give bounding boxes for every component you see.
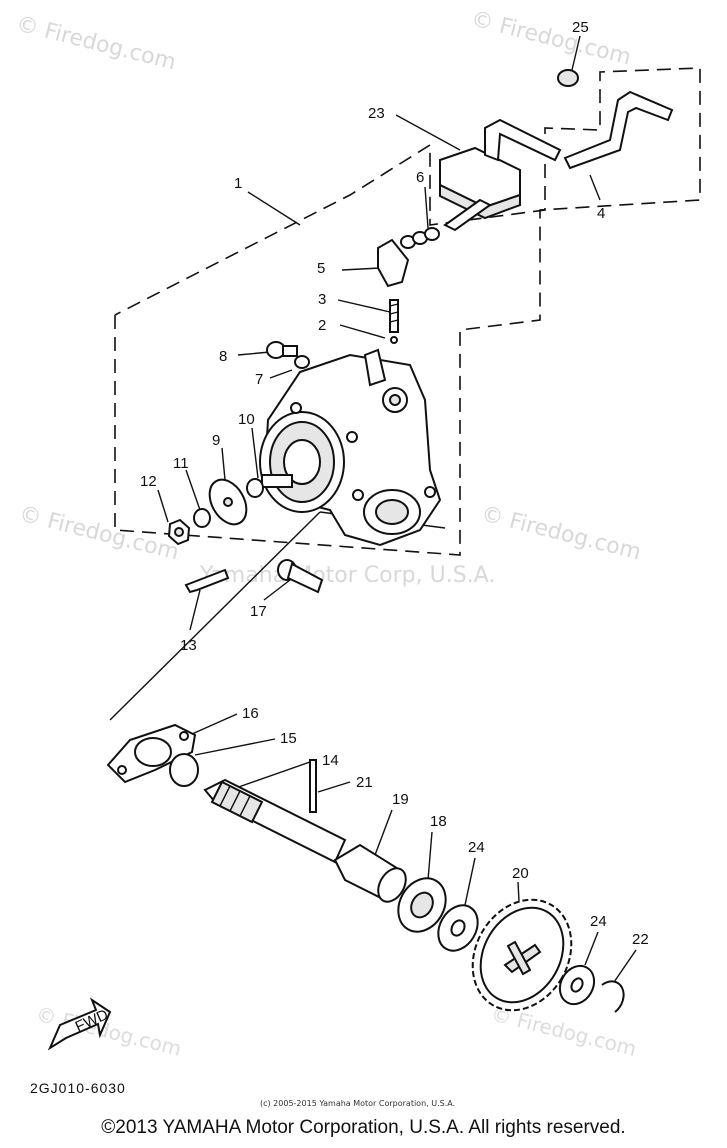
callout-19: 19	[392, 791, 409, 808]
part-16-gasket	[106, 723, 197, 784]
callout-22: 22	[632, 931, 649, 948]
part-9-pulley	[208, 478, 248, 526]
callout-12: 12	[140, 473, 157, 490]
part-23-cover	[439, 118, 562, 232]
part-12-nut	[167, 518, 191, 546]
watermark-center: Yamaha Motor Corp, U.S.A.	[199, 563, 495, 588]
part-24-washer-b	[558, 964, 596, 1006]
footer-copyright: ©2013 YAMAHA Motor Corporation, U.S.A. A…	[101, 1117, 626, 1138]
watermark-mid-right: © Firedog.com	[479, 502, 644, 566]
callout-25: 25	[572, 19, 589, 36]
callout-3: 3	[318, 291, 326, 308]
assembly-outline	[114, 67, 701, 556]
part-2-ball	[390, 336, 398, 344]
callout-24b: 24	[590, 913, 607, 930]
small-copyright: (c) 2005-2015 Yamaha Motor Corporation, …	[260, 1099, 456, 1108]
oil-pump-body	[259, 348, 442, 547]
part-3-spring	[389, 299, 399, 333]
part-7-washer	[294, 355, 310, 369]
callout-5: 5	[317, 260, 325, 277]
callout-4: 4	[597, 205, 605, 222]
callout-24a: 24	[468, 839, 485, 856]
callout-9: 9	[212, 432, 220, 449]
part-17-bolt	[277, 559, 324, 594]
callout-2: 2	[318, 317, 326, 334]
part-4-hose	[563, 90, 674, 170]
part-15-oring	[169, 753, 199, 787]
pump-shaft	[261, 474, 293, 488]
part-18-seal	[397, 877, 447, 933]
callout-6: 6	[416, 169, 424, 186]
watermark-top-right: © Firedog.com	[469, 7, 634, 71]
callout-21: 21	[356, 774, 373, 791]
part-20-gear	[471, 898, 573, 1012]
callout-15: 15	[280, 730, 297, 747]
part-24-washer-a	[437, 904, 479, 952]
callout-18: 18	[430, 813, 447, 830]
diagram-code: 2GJ010-6030	[30, 1080, 126, 1096]
part-21-pin	[309, 759, 317, 813]
callout-1: 1	[234, 175, 242, 192]
callout-8: 8	[219, 348, 227, 365]
callout-labels: 1 2 3 4 5 6 7 8 9 10 11 12 13 14 15 16 1…	[140, 19, 649, 948]
callout-23: 23	[368, 105, 385, 122]
callout-7: 7	[255, 371, 263, 388]
watermark-top-left: © Firedog.com	[14, 12, 179, 76]
callout-16: 16	[242, 705, 259, 722]
part-13-pin	[184, 568, 230, 594]
watermark-mid-left: © Firedog.com	[17, 502, 182, 566]
callout-13: 13	[180, 637, 197, 654]
callout-17: 17	[250, 603, 267, 620]
callout-11: 11	[173, 455, 189, 472]
callout-20: 20	[512, 865, 529, 882]
callout-14: 14	[322, 752, 339, 769]
part-19-collar	[333, 843, 407, 903]
part-5-banjo	[377, 238, 410, 288]
part-14-shaft	[203, 778, 347, 864]
part-6-fitting	[400, 227, 440, 249]
part-8-bolt	[266, 341, 298, 359]
part-22-circlip	[601, 980, 625, 1013]
callout-10: 10	[238, 411, 255, 428]
leader-lines	[109, 35, 637, 986]
part-25-clip	[557, 69, 579, 87]
part-10-washer	[246, 478, 264, 498]
part-11-lockwasher	[193, 508, 211, 528]
